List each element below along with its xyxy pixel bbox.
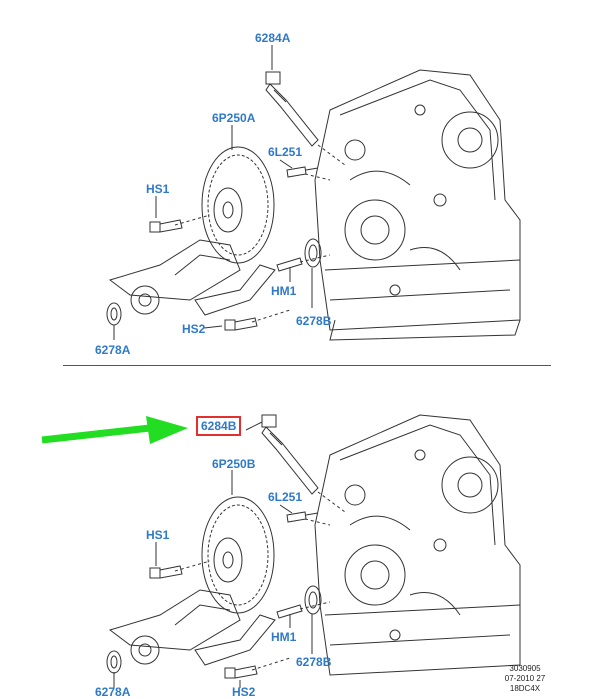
label-6l251-top: 6L251: [268, 145, 303, 159]
reference-line-3: 18DC4X: [509, 684, 541, 693]
label-pointers-top: [113, 45, 313, 340]
sprocket-6p250b-drawing: [201, 496, 275, 614]
green-arrow: [41, 416, 188, 444]
label-6p250a: 6P250A: [212, 111, 256, 125]
bolt-6284a-drawing: [265, 71, 319, 147]
label-hs2-top: HS2: [182, 322, 206, 336]
label-hm1-top: HM1: [271, 284, 297, 298]
engine-block-top: [314, 69, 521, 341]
label-6278b-top: 6278B: [296, 314, 332, 328]
seal-6278a-top: [106, 302, 122, 326]
hm1-pin-top: [276, 257, 303, 272]
hs2-bolt-top: [224, 317, 258, 331]
chain-guide-top: [108, 239, 276, 316]
label-6284a: 6284A: [255, 31, 291, 45]
label-6278b-bottom: 6278B: [296, 655, 332, 669]
chain-guide-bottom: [108, 589, 276, 666]
bottom-panel-drawing: [106, 414, 521, 688]
seal-6278a-bottom: [106, 650, 122, 674]
top-panel-drawing: [106, 45, 521, 341]
leader-lines-top: [174, 144, 346, 323]
panel-divider: [63, 365, 551, 366]
label-pointers-bottom: [113, 421, 313, 688]
engine-block-bottom: [314, 414, 521, 676]
label-hs1-bottom: HS1: [146, 528, 170, 542]
drawing-reference: 3030905 07-2010 27 18DC4X: [492, 664, 558, 694]
label-6l251-bottom: 6L251: [268, 490, 303, 504]
hs1-bolt-bottom: [149, 565, 183, 579]
reference-line-2: 07-2010 27: [504, 674, 546, 683]
seal-6278b-top: [304, 238, 322, 268]
bolt-6284b-drawing: [261, 414, 319, 495]
label-6284b-highlighted: 6284B: [196, 416, 242, 436]
hs2-bolt-bottom: [224, 665, 258, 679]
hs1-bolt-top: [149, 219, 183, 233]
label-6p250b: 6P250B: [212, 457, 256, 471]
leader-lines-bottom: [174, 491, 346, 671]
label-hm1-bottom: HM1: [271, 630, 297, 644]
label-hs1-top: HS1: [146, 182, 170, 196]
label-hs2-bottom: HS2: [232, 685, 256, 699]
label-6278a-bottom: 6278A: [95, 685, 131, 699]
seal-6278b-bottom: [304, 585, 322, 615]
reference-line-1: 3030905: [509, 664, 541, 673]
label-6278a-top: 6278A: [95, 343, 131, 357]
sprocket-6p250a-drawing: [201, 146, 275, 264]
hm1-pin-bottom: [276, 604, 303, 619]
